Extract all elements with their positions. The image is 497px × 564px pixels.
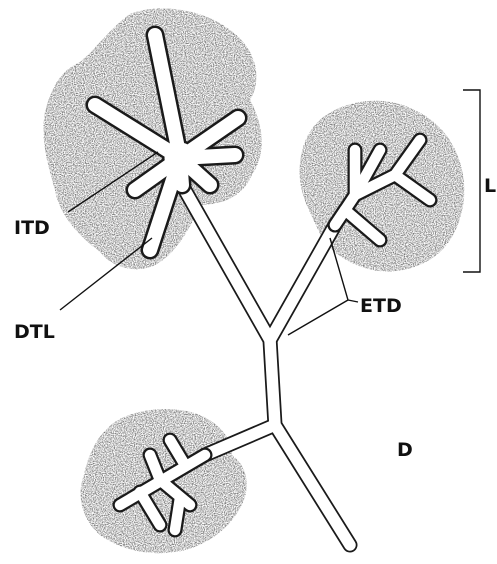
label-itd: ITD (14, 217, 50, 239)
label-dtl: DTL (14, 321, 55, 343)
etd-leader-line (348, 300, 358, 302)
right-branch-duct (270, 225, 335, 340)
label-d: D (397, 439, 413, 461)
label-l: L (484, 175, 496, 197)
label-etd: ETD (360, 295, 402, 317)
acinar-tissue (43, 8, 464, 553)
l-bracket (463, 90, 480, 272)
